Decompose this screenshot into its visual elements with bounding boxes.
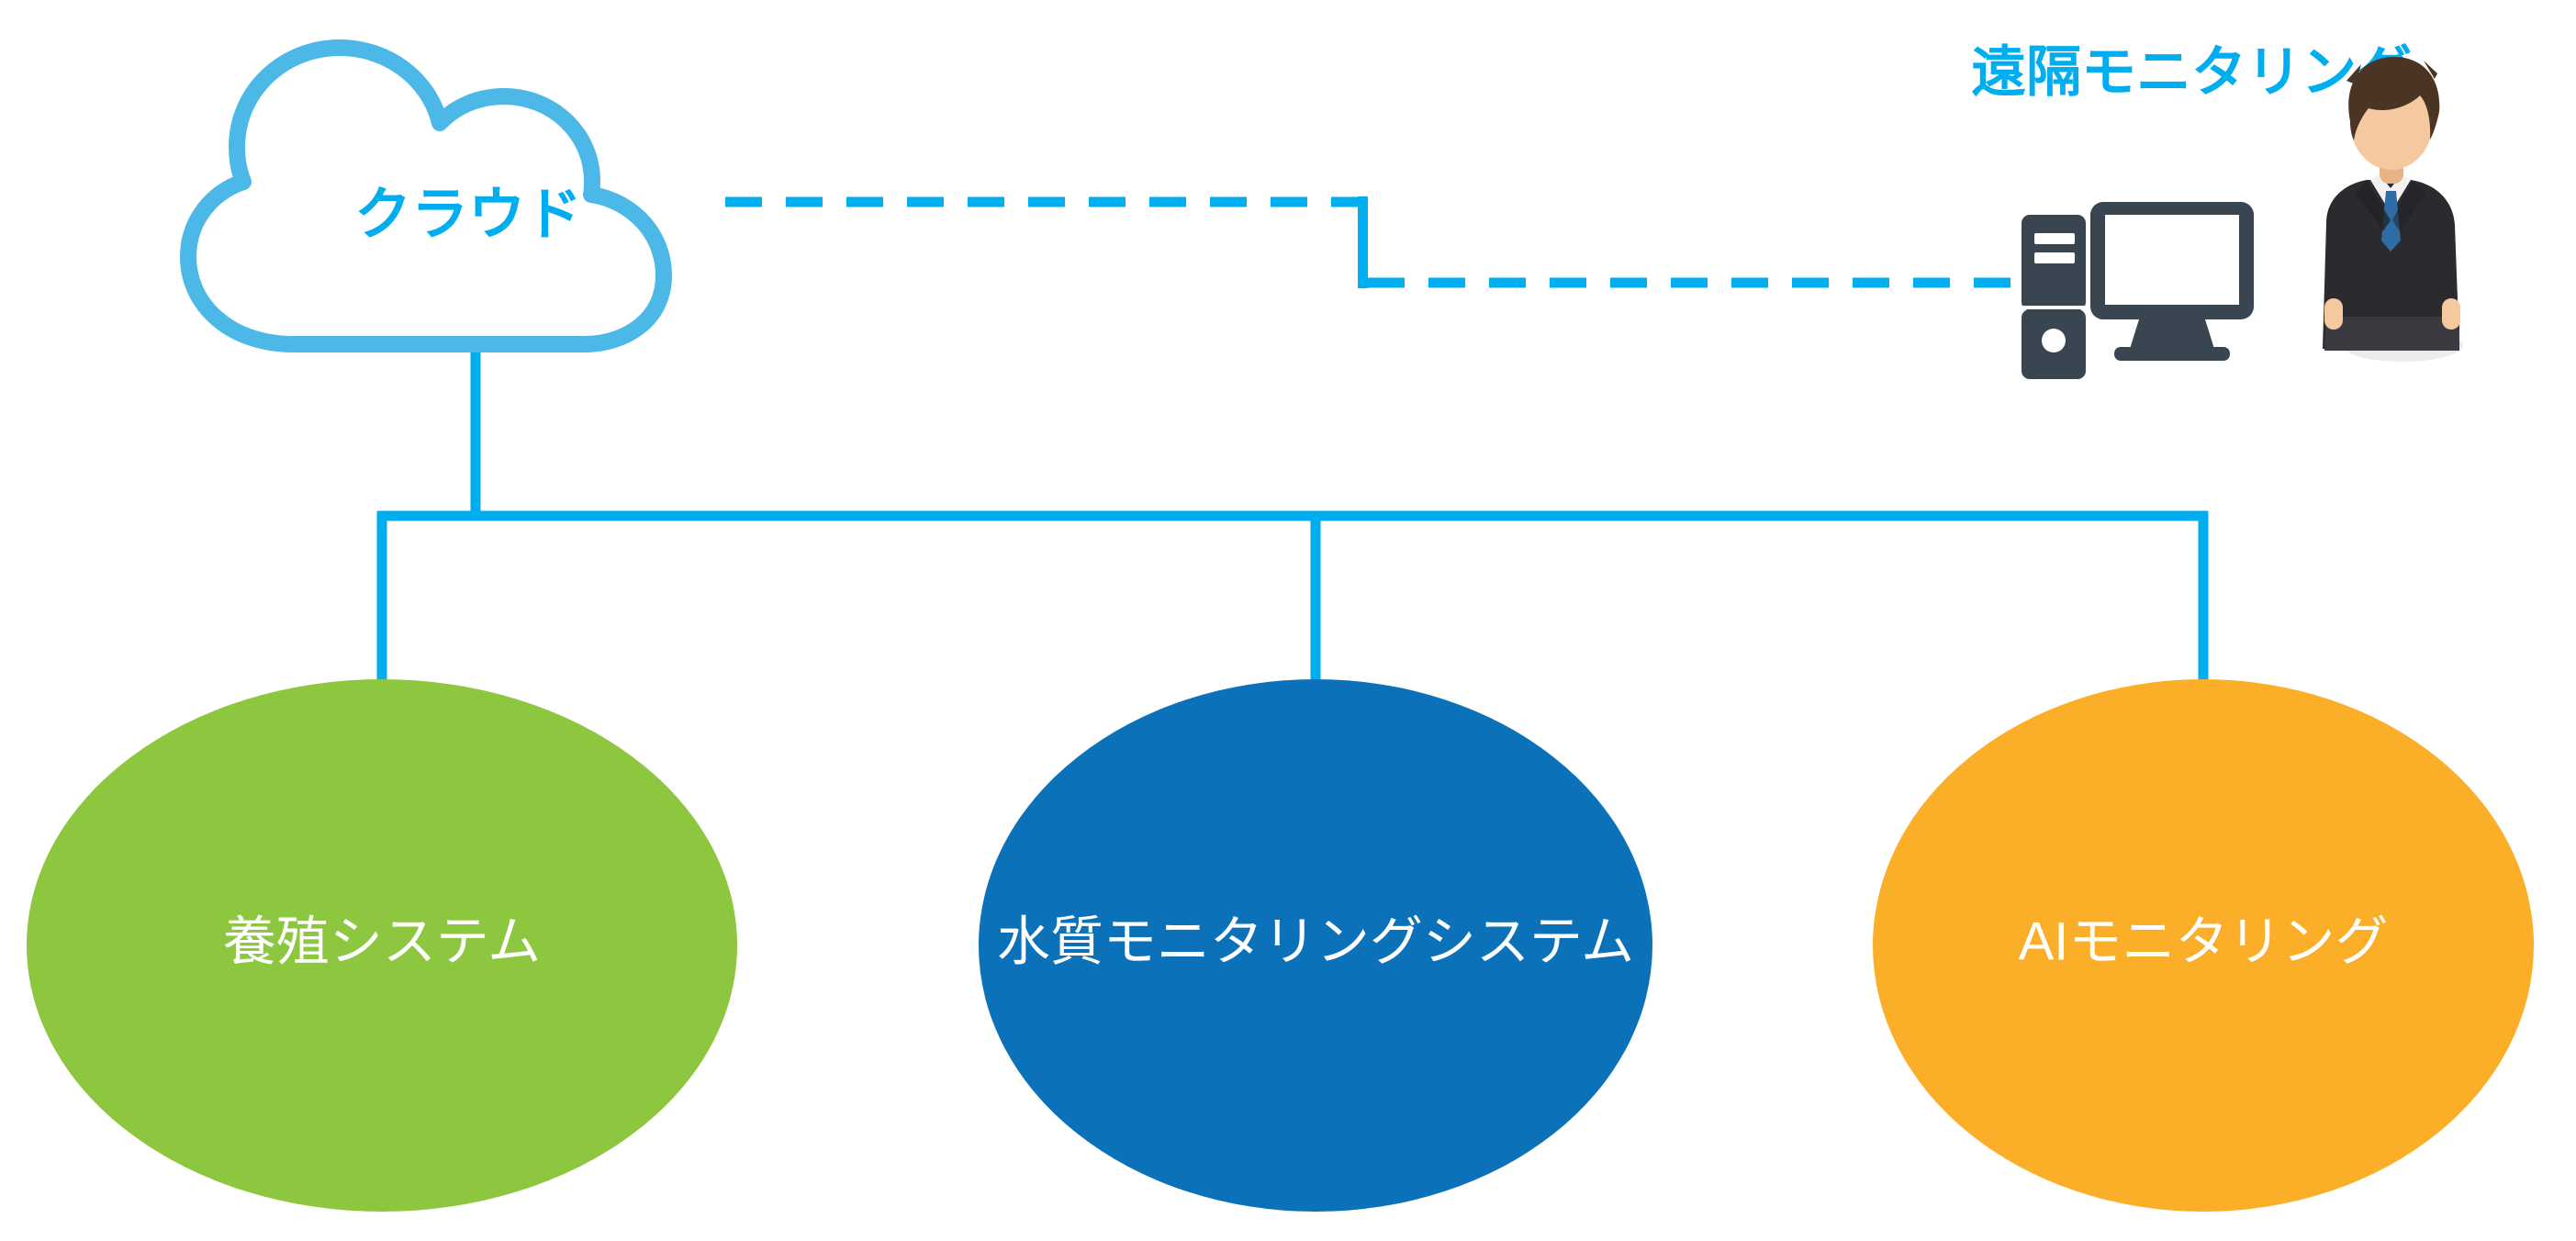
- businessman-avatar-icon: [2323, 56, 2463, 362]
- node-ellipse: [979, 679, 1652, 1212]
- node-aquaculture-system[interactable]: 養殖システム: [27, 679, 737, 1212]
- pc-tower-icon: [2022, 215, 2086, 379]
- cloud-icon[interactable]: クラウド: [180, 39, 672, 352]
- node-ellipse: [1873, 679, 2534, 1212]
- node-water-quality-monitoring-system[interactable]: 水質モニタリングシステム: [979, 679, 1652, 1212]
- connector-lines: [376, 196, 2209, 687]
- node-ellipse: [27, 679, 737, 1212]
- node-label: 養殖システム: [223, 911, 541, 971]
- desktop-monitor-icon: [2090, 202, 2254, 361]
- cloud-shape: [180, 39, 672, 352]
- remote-monitoring-heading: 遠隔モニタリング: [1971, 41, 2412, 103]
- node-ai-monitoring[interactable]: AIモニタリング: [1873, 679, 2534, 1212]
- cloud-label: クラウド: [354, 183, 582, 246]
- node-label: 水質モニタリングシステム: [997, 911, 1634, 971]
- node-label: AIモニタリング: [2019, 911, 2389, 971]
